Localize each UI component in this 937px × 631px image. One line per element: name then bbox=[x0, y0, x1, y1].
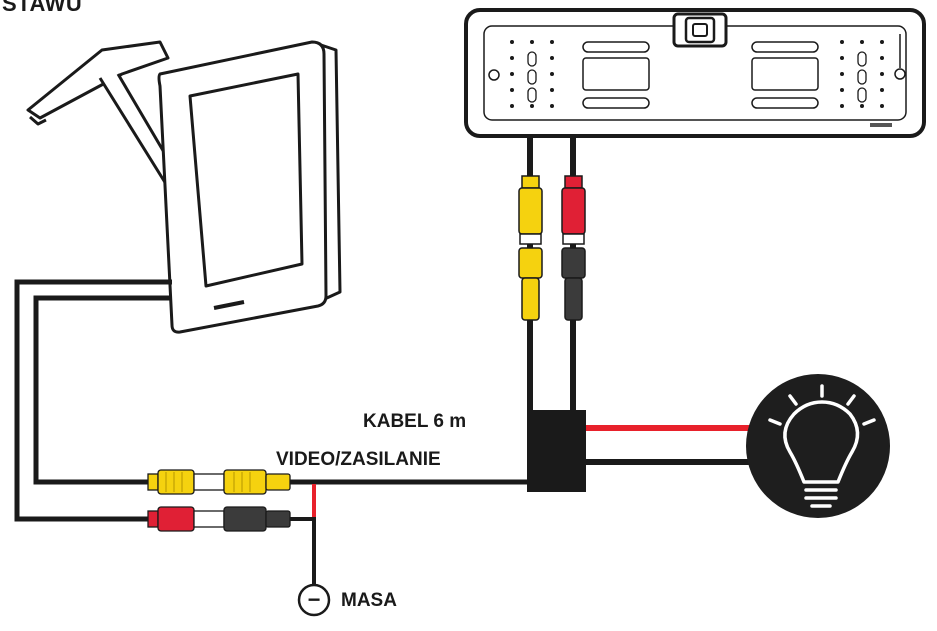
power-rca-connector bbox=[147, 506, 291, 532]
cable-label-type: VIDEO/ZASILANIE bbox=[276, 449, 441, 470]
ground-symbol-icon: − bbox=[297, 583, 331, 617]
license-plate-camera-illustration bbox=[464, 8, 926, 138]
junction-box bbox=[527, 410, 586, 492]
page-title: STAWU bbox=[2, 0, 83, 16]
camera-power-plug bbox=[561, 175, 586, 321]
svg-text:−: − bbox=[308, 587, 321, 612]
camera-video-plug bbox=[518, 175, 543, 321]
ground-label: MASA bbox=[341, 590, 397, 611]
ground-wire bbox=[290, 517, 316, 586]
monitor-illustration bbox=[26, 40, 342, 334]
cable-label-length: KABEL 6 m bbox=[363, 411, 467, 432]
video-rca-connector bbox=[147, 469, 291, 495]
power-branch-red bbox=[290, 484, 316, 521]
light-bulb-icon bbox=[746, 374, 890, 518]
monitor-cables bbox=[14, 279, 172, 522]
